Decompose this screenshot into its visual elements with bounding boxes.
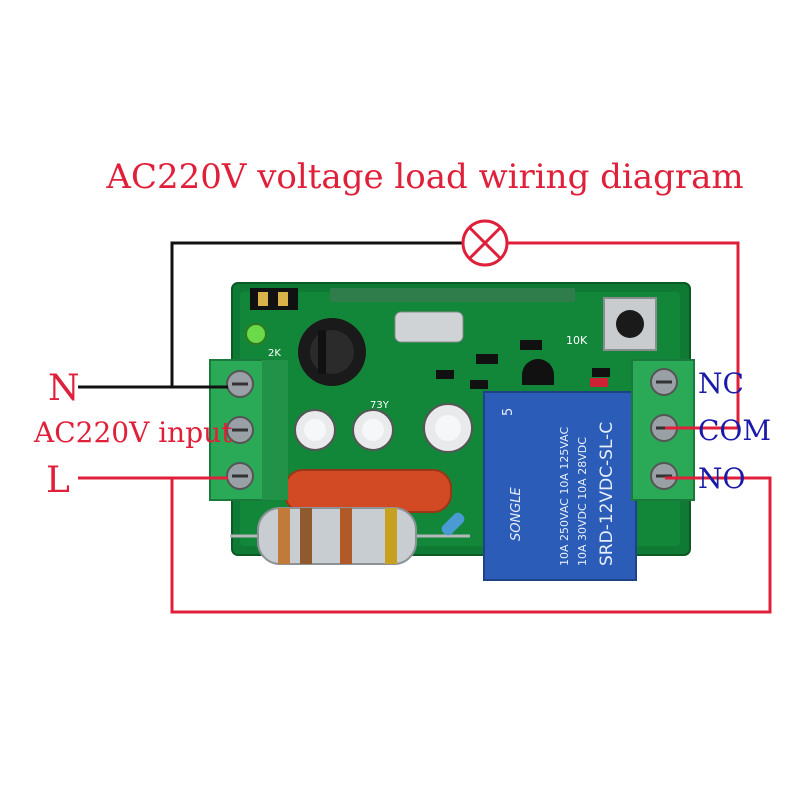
- relay-model: SRD-12VDC-SL-C: [597, 422, 617, 566]
- label-nc: NC: [698, 367, 744, 400]
- capacitor-2: [352, 409, 394, 451]
- label-com: COM: [698, 414, 771, 447]
- label-n: N: [48, 368, 80, 409]
- lamp-load-icon: [461, 219, 509, 267]
- green-led: [245, 323, 267, 345]
- terminal-screw-nc: [650, 368, 678, 396]
- antenna-strip: [330, 288, 575, 302]
- capacitor-1: [294, 409, 336, 451]
- terminal-screw-l: [226, 462, 254, 490]
- relay-rating-2: 10A 30VDC 10A 28VDC: [576, 437, 589, 566]
- relay-brand: SONGLE: [509, 486, 524, 541]
- transistor: [522, 359, 554, 385]
- right-terminal-block: [631, 359, 695, 501]
- wires: [78, 241, 772, 614]
- mark-10k: 10K: [566, 334, 588, 347]
- crystal: [394, 311, 464, 343]
- terminal-screw-no: [650, 462, 678, 490]
- jumper-header: [250, 288, 298, 310]
- label-no: NO: [698, 462, 745, 495]
- diagram-title: AC220V voltage load wiring diagram: [105, 157, 743, 197]
- live-wire: [78, 476, 772, 614]
- mark-2k: 2K: [268, 348, 281, 359]
- terminal-screw-n: [226, 370, 254, 398]
- relay-rating-1: 10A 250VAC 10A 125VAC: [558, 426, 571, 566]
- label-l: L: [46, 460, 70, 501]
- mark-73y: 73Y: [370, 400, 390, 411]
- neutral-wire: [78, 241, 462, 389]
- capacitor-3: [423, 403, 473, 453]
- relay: SONGLE 10A 250VAC 10A 125VAC 10A 30VDC 1…: [483, 391, 637, 581]
- com-wire: [508, 241, 740, 430]
- power-resistor: [230, 507, 470, 565]
- film-capacitor: [284, 469, 452, 513]
- terminal-screw-mid: [226, 416, 254, 444]
- wire-ends: [172, 385, 700, 480]
- pcb-board: 10K 2K 73Y: [209, 282, 695, 581]
- label-ac-input: AC220V input: [33, 416, 233, 449]
- relay-number: 5: [501, 408, 516, 416]
- small-resistor: [441, 512, 465, 536]
